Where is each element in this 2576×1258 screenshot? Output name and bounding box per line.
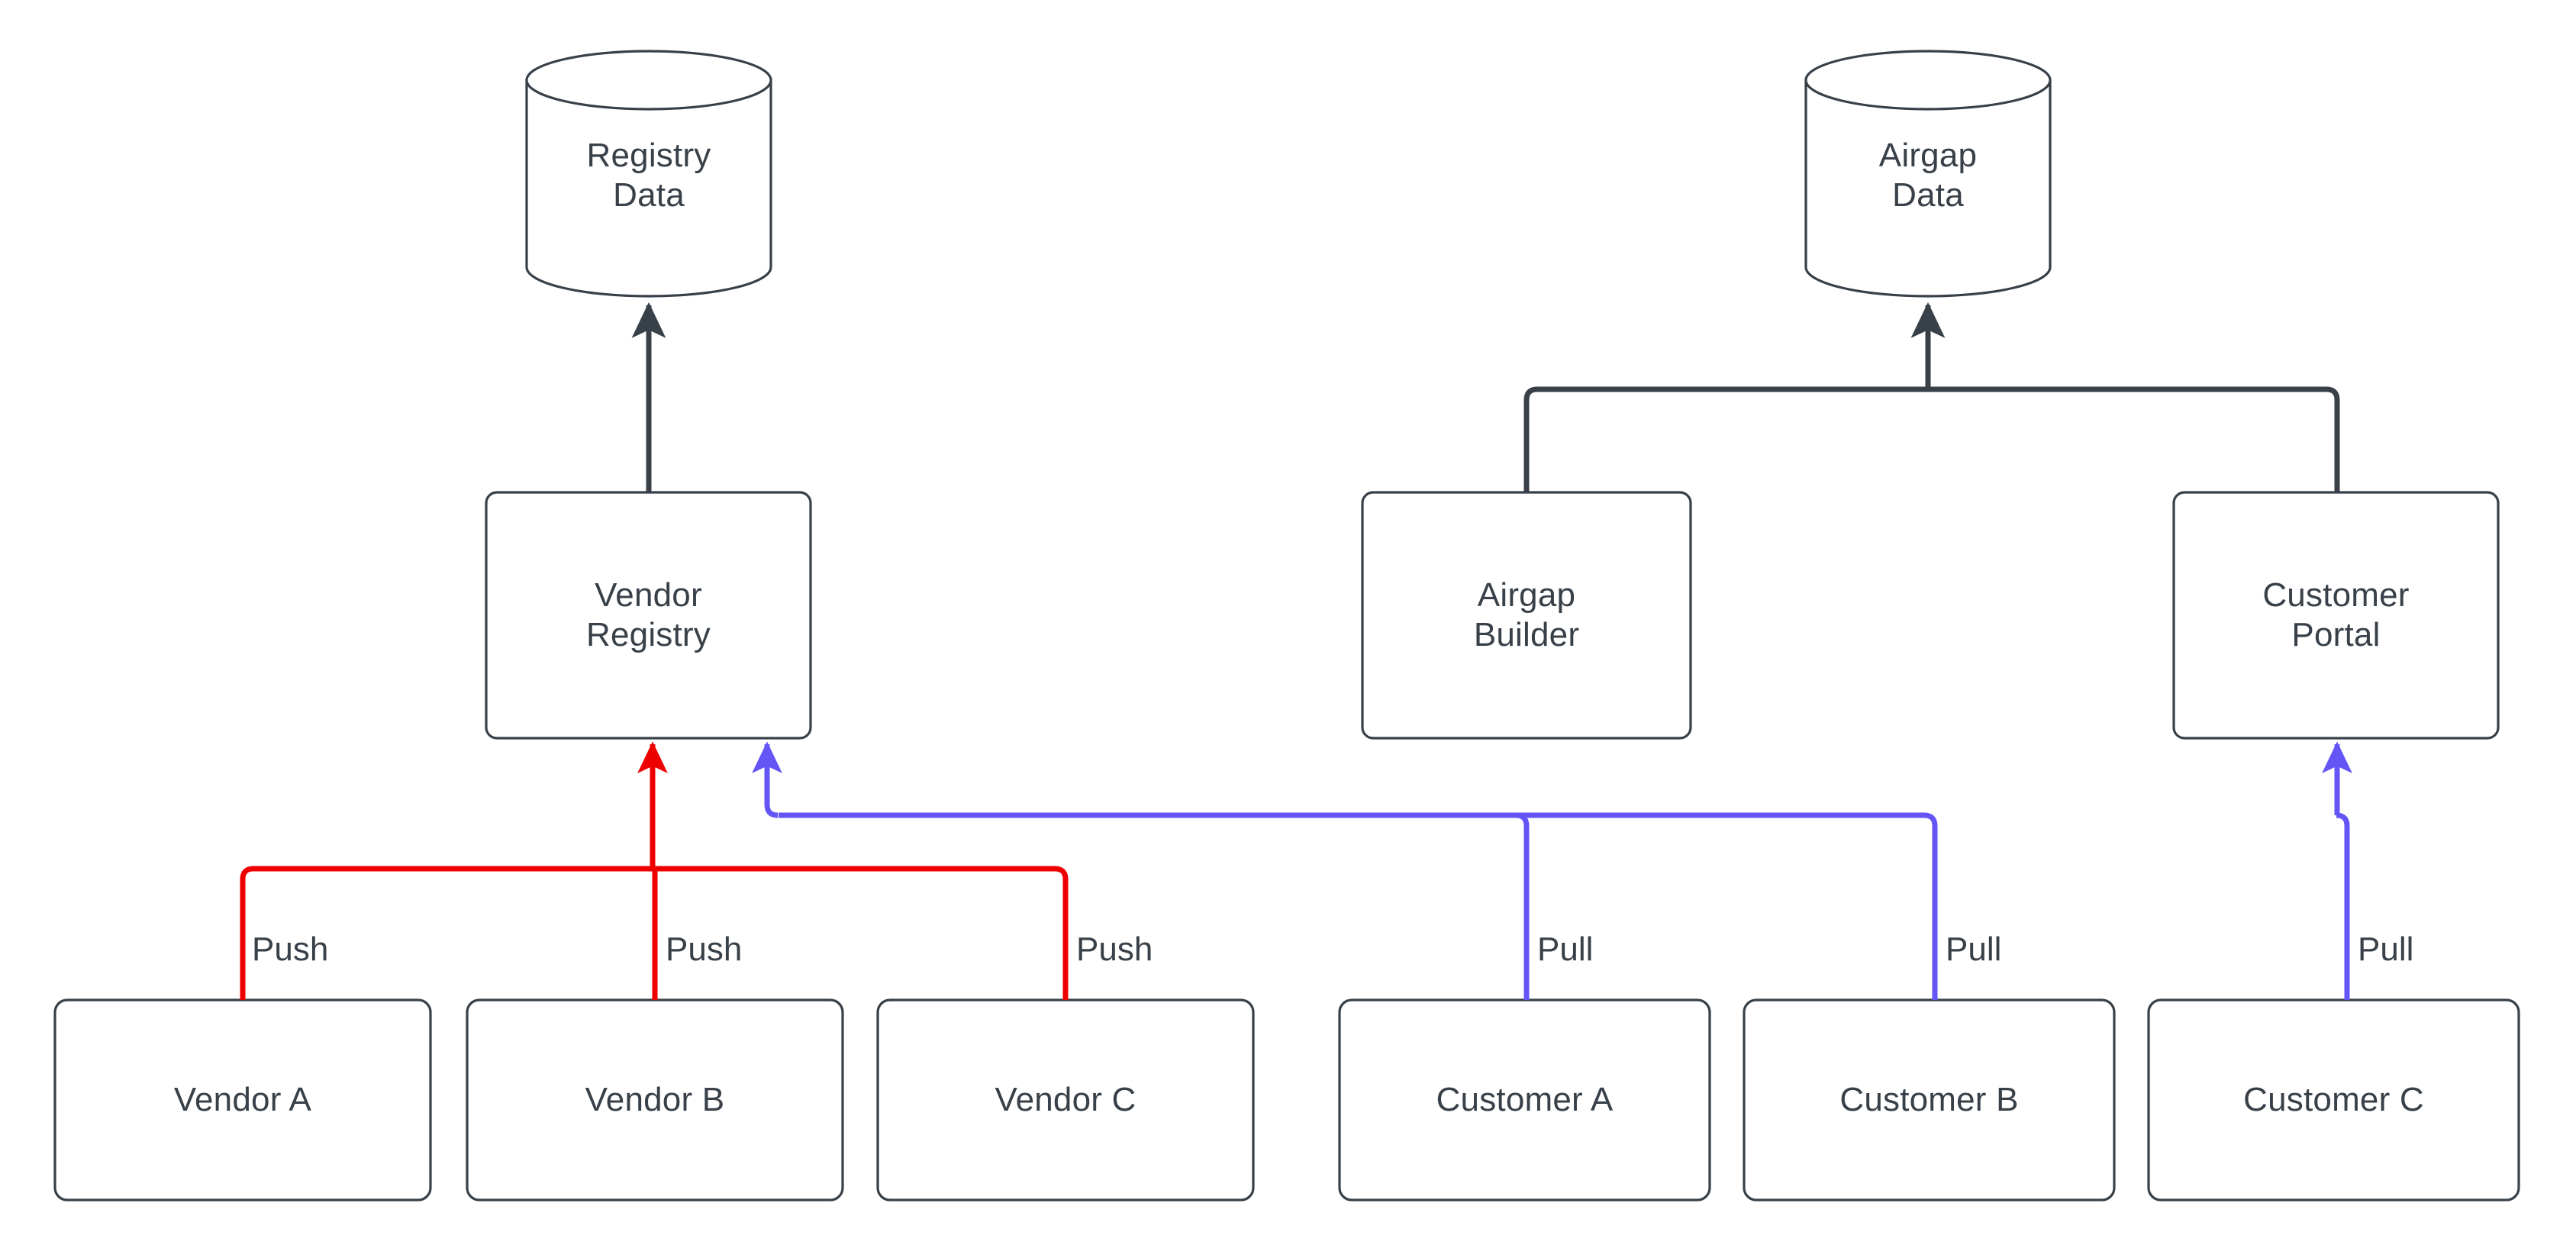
edge-label-push-vendor-a: Push xyxy=(252,931,329,968)
node-airgap-builder[interactable] xyxy=(1362,492,1691,738)
datastore-registry-data xyxy=(525,50,772,298)
node-vendor-a[interactable] xyxy=(55,1000,430,1200)
node-customer-b[interactable] xyxy=(1744,1000,2114,1200)
node-customer-portal[interactable] xyxy=(2174,492,2498,738)
edge-label-pull-customer-b: Pull xyxy=(1946,931,2002,968)
actor-box-customer-c xyxy=(2147,998,2520,1202)
datastore-airgap-data xyxy=(1804,50,2052,298)
node-customer-a[interactable] xyxy=(1340,1000,1710,1200)
edge-label-pull-customer-a: Pull xyxy=(1537,931,1594,968)
node-registry-data[interactable] xyxy=(527,51,771,296)
edge-push-vendor-a xyxy=(240,866,649,1000)
edge-customer-portal-to-airgap-data xyxy=(1928,386,2340,492)
edge-push-vendor-c xyxy=(649,866,1069,1000)
edge-airgap-builder-to-airgap-data xyxy=(1523,386,1928,492)
edge-pull-bus-to-vendor-registry xyxy=(752,741,782,818)
edge-pull-customer-c xyxy=(2336,812,2350,1000)
node-vendor-c[interactable] xyxy=(878,1000,1253,1200)
actor-box-customer-b xyxy=(1743,998,2116,1202)
node-vendor-b[interactable] xyxy=(467,1000,843,1200)
edge-label-push-vendor-c: Push xyxy=(1076,931,1153,968)
edge-label-pull-customer-c: Pull xyxy=(2358,931,2414,968)
node-vendor-registry[interactable] xyxy=(486,492,811,738)
node-customer-c[interactable] xyxy=(2149,1000,2519,1200)
edge-pull-customer-a xyxy=(779,812,1530,1000)
edge-pull-customer-b xyxy=(779,812,1938,1000)
edge-label-push-vendor-b: Push xyxy=(666,931,743,968)
node-airgap-data[interactable] xyxy=(1806,51,2050,296)
